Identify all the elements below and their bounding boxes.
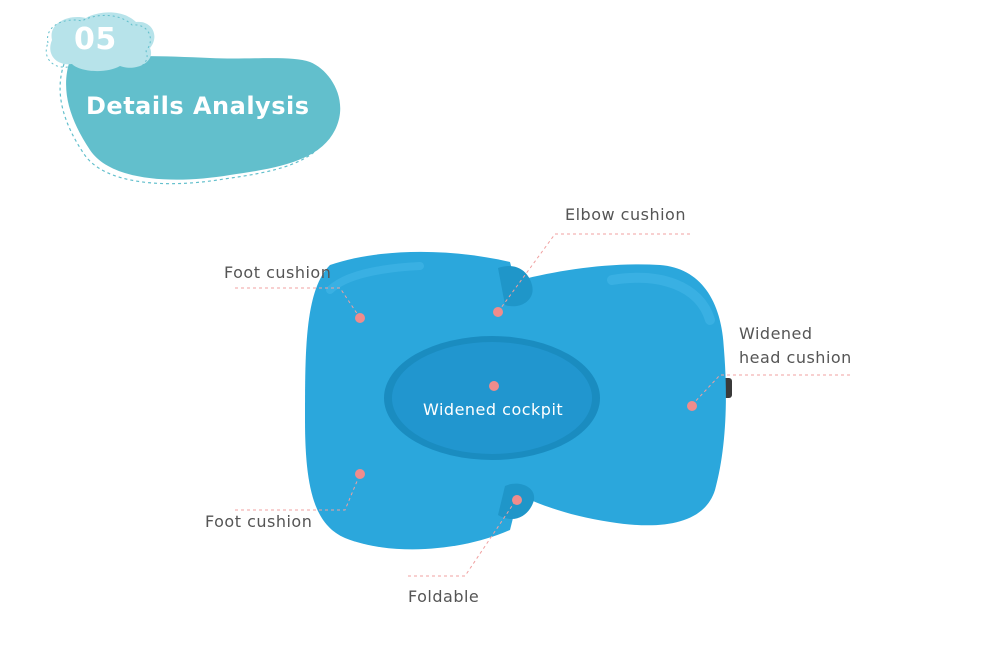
dot-foot-cushion-top	[355, 313, 365, 323]
section-number: 05	[74, 22, 117, 57]
section-title: Details Analysis	[86, 92, 310, 120]
dot-foldable	[512, 495, 522, 505]
dot-widened-head-cushion	[687, 401, 697, 411]
label-elbow-cushion: Elbow cushion	[565, 205, 686, 224]
label-foldable: Foldable	[408, 587, 480, 606]
marker-dots	[355, 307, 697, 505]
label-widened-head-line2: head cushion	[739, 348, 852, 367]
label-widened-cockpit: Widened cockpit	[423, 400, 564, 419]
label-widened-head-line1: Widened	[739, 324, 813, 343]
dot-widened-cockpit	[489, 381, 499, 391]
label-foot-cushion-bottom: Foot cushion	[205, 512, 313, 531]
label-foot-cushion-top: Foot cushion	[224, 263, 332, 282]
dot-foot-cushion-bottom	[355, 469, 365, 479]
dot-elbow-cushion	[493, 307, 503, 317]
leader-lines	[235, 233, 850, 577]
header-badge-cloud	[45, 12, 341, 185]
